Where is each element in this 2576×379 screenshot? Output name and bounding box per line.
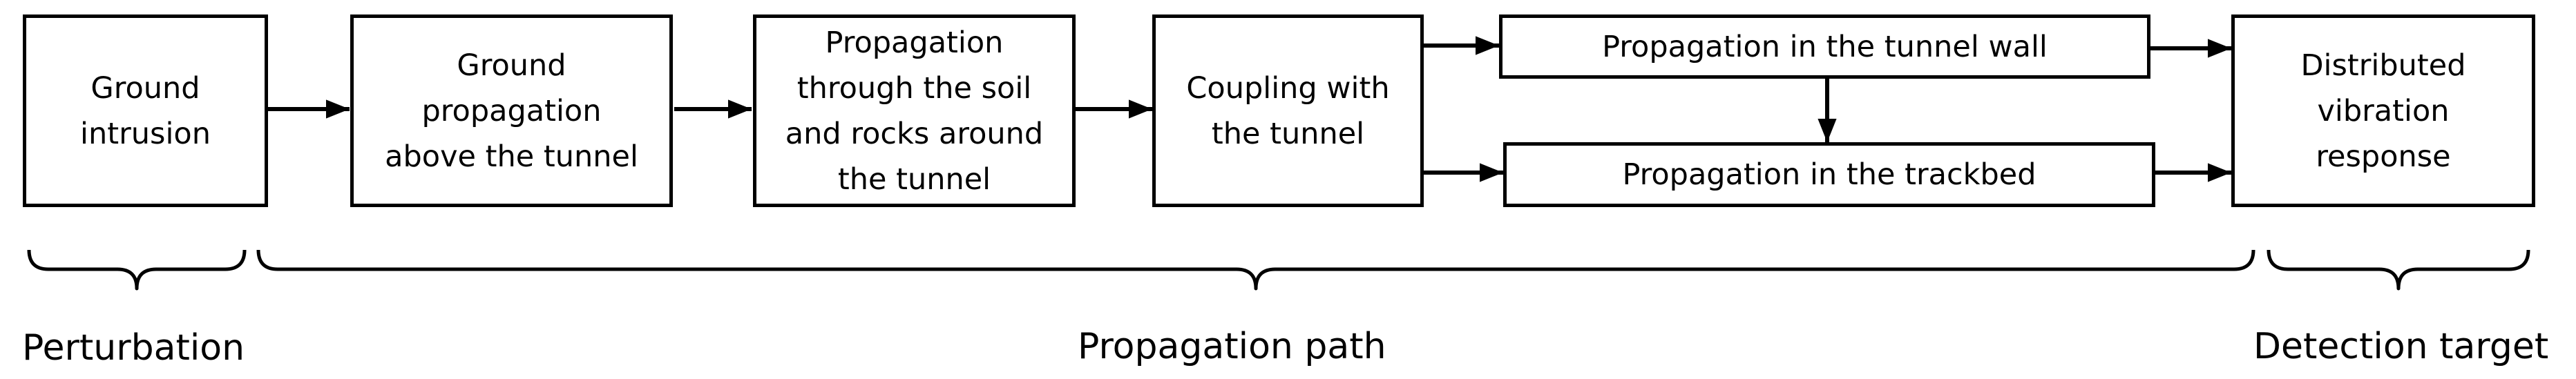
box-ground-propagation: Ground propagation above the tunnel: [350, 14, 673, 207]
box-trackbed-label: Propagation in the trackbed: [1622, 157, 2036, 192]
box-trackbed: Propagation in the trackbed: [1503, 142, 2155, 207]
box-soil-rocks-label: Propagation through the soil and rocks a…: [785, 25, 1044, 197]
bracket-perturbation: [27, 249, 247, 291]
box-coupling: Coupling with the tunnel: [1152, 14, 1424, 207]
label-detection-target: Detection target: [2253, 326, 2549, 367]
bracket-propagation-path: [256, 249, 2255, 291]
box-ground-intrusion-label: Ground intrusion: [80, 70, 211, 151]
label-perturbation: Perturbation: [22, 327, 245, 369]
box-coupling-label: Coupling with the tunnel: [1186, 70, 1390, 151]
label-propagation-path: Propagation path: [1078, 326, 1386, 367]
box-response: Distributed vibration response: [2231, 14, 2535, 207]
box-tunnel-wall: Propagation in the tunnel wall: [1499, 14, 2150, 79]
box-ground-propagation-label: Ground propagation above the tunnel: [385, 48, 638, 174]
box-ground-intrusion: Ground intrusion: [23, 14, 268, 207]
bracket-detection-target: [2267, 249, 2530, 291]
box-soil-rocks: Propagation through the soil and rocks a…: [753, 14, 1076, 207]
box-tunnel-wall-label: Propagation in the tunnel wall: [1602, 29, 2048, 64]
box-response-label: Distributed vibration response: [2300, 48, 2466, 174]
